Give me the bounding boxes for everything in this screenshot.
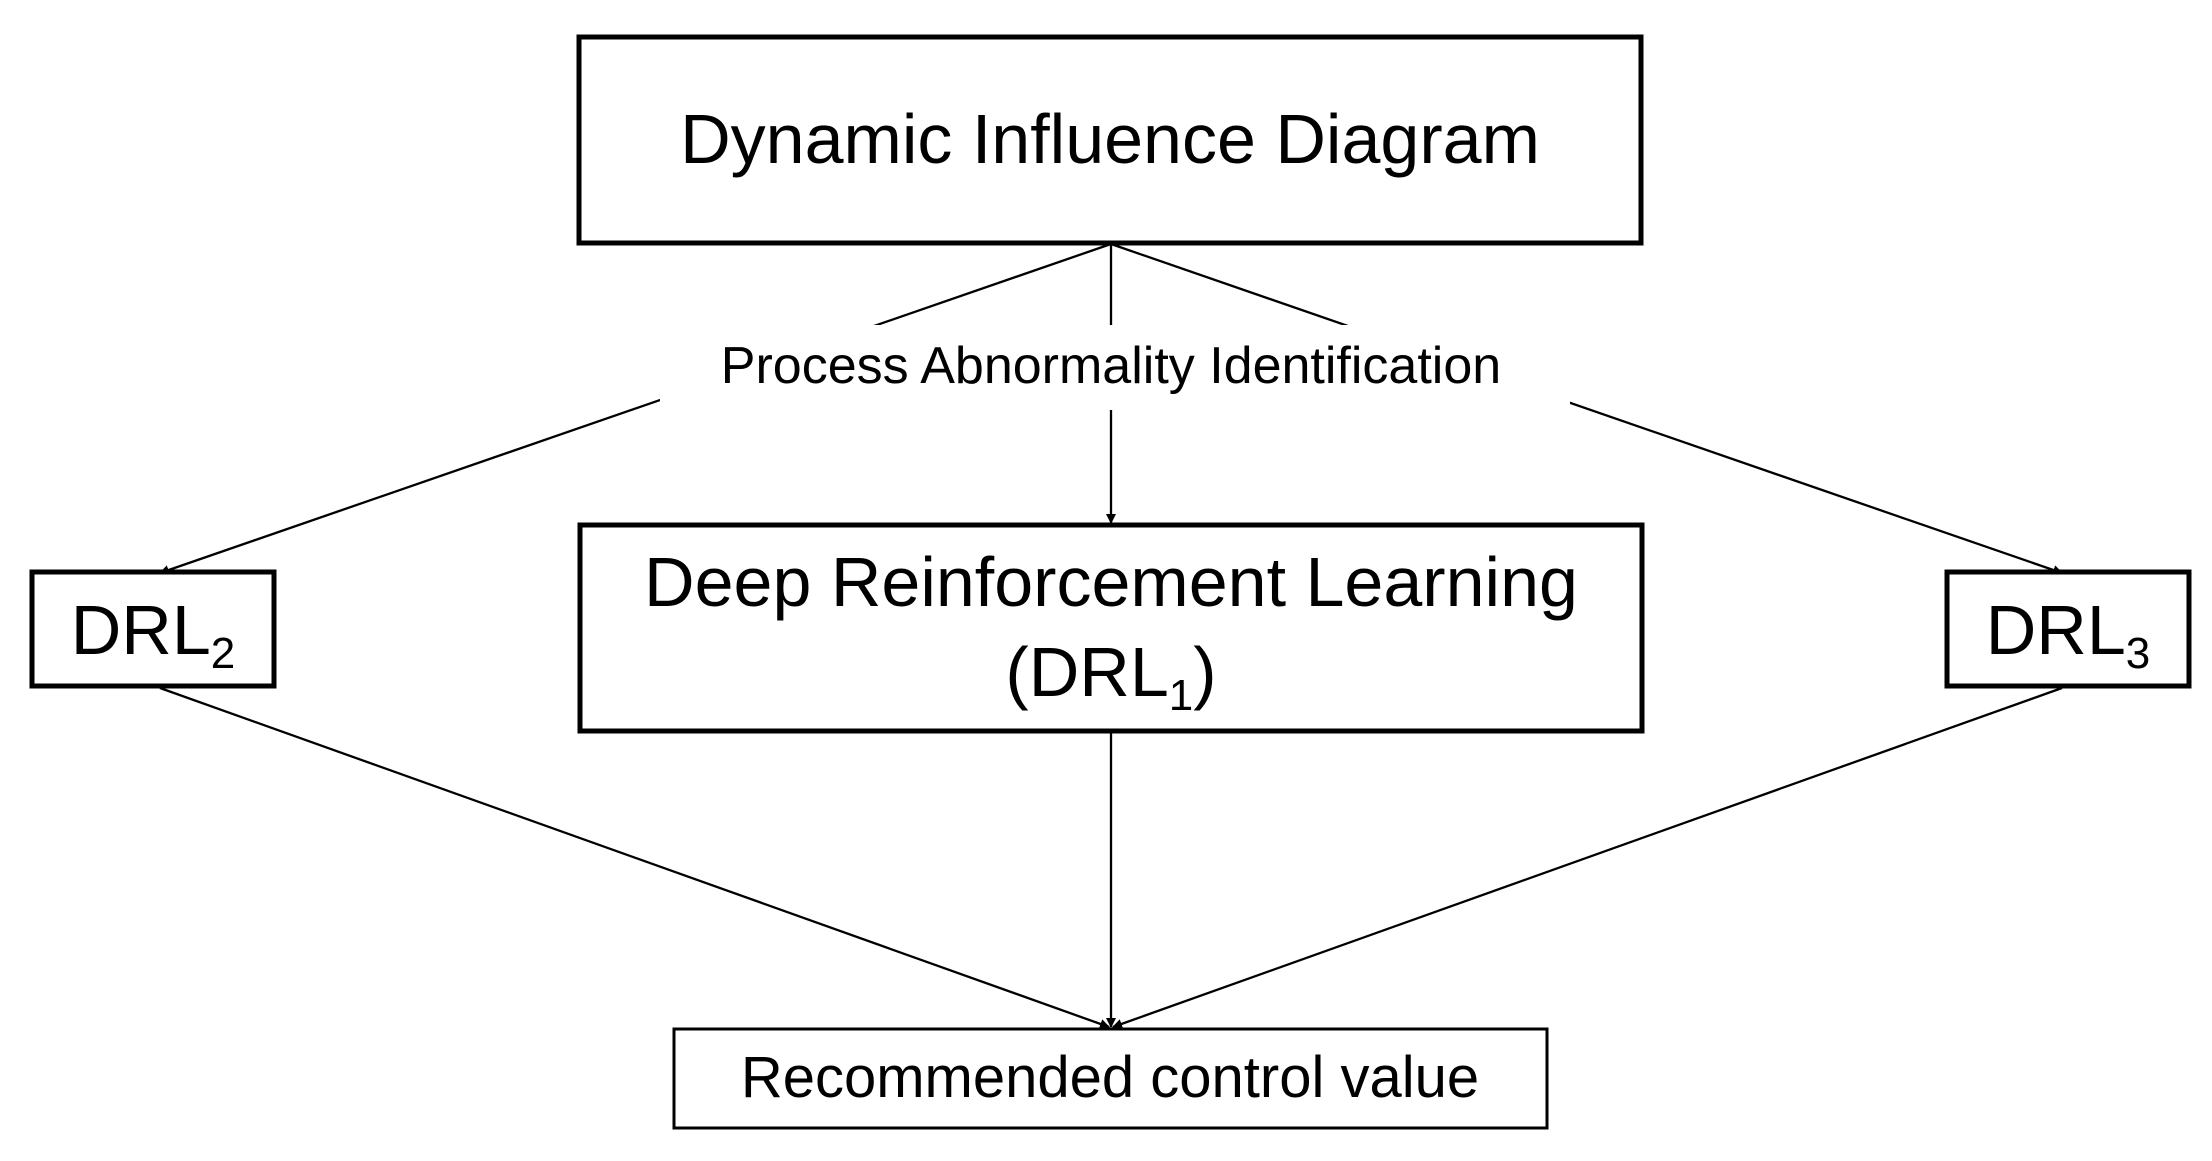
node-drl3: DRL3 bbox=[1944, 569, 2192, 689]
edge-drl2-to-output bbox=[159, 686, 1110, 1029]
node-recommended-control-value-label: Recommended control value bbox=[741, 1045, 1479, 1110]
node-drl2-label: DRL2 bbox=[71, 591, 236, 678]
node-recommended-control-value: Recommended control value bbox=[672, 1027, 1549, 1130]
node-drl2-label-main: DRL bbox=[71, 591, 211, 669]
node-drl1-box bbox=[577, 522, 1645, 734]
node-drl2: DRL2 bbox=[29, 569, 277, 689]
edge-label-background bbox=[660, 325, 1570, 410]
node-drl3-label-main: DRL bbox=[1986, 591, 2126, 669]
edge-drl3-to-output bbox=[1112, 686, 2063, 1029]
node-drl3-label: DRL3 bbox=[1986, 591, 2151, 678]
node-drl3-label-sub: 3 bbox=[2126, 629, 2150, 678]
node-drl1: Deep Reinforcement Learning (DRL1) bbox=[577, 522, 1645, 734]
edge-did-to-drl3 bbox=[1110, 242, 2063, 575]
node-drl1-label-line1: Deep Reinforcement Learning bbox=[644, 543, 1578, 621]
node-drl2-label-sub: 2 bbox=[211, 629, 235, 678]
edge-did-to-drl2 bbox=[159, 242, 1112, 575]
node-drl2-box bbox=[29, 569, 277, 689]
node-drl1-label-sub: 1 bbox=[1169, 671, 1193, 720]
node-dynamic-influence-diagram-box bbox=[576, 34, 1644, 246]
node-drl3-box bbox=[1944, 569, 2192, 689]
node-dynamic-influence-diagram-label: Dynamic Influence Diagram bbox=[680, 100, 1540, 178]
node-drl1-label-line2: (DRL1) bbox=[1005, 633, 1216, 720]
node-drl1-label-suffix: ) bbox=[1193, 633, 1216, 711]
node-recommended-control-value-box bbox=[672, 1027, 1549, 1130]
edge-label-process-abnormality: Process Abnormality Identification bbox=[721, 337, 1501, 395]
node-drl1-label-prefix: (DRL bbox=[1005, 633, 1168, 711]
node-dynamic-influence-diagram: Dynamic Influence Diagram bbox=[576, 34, 1644, 246]
